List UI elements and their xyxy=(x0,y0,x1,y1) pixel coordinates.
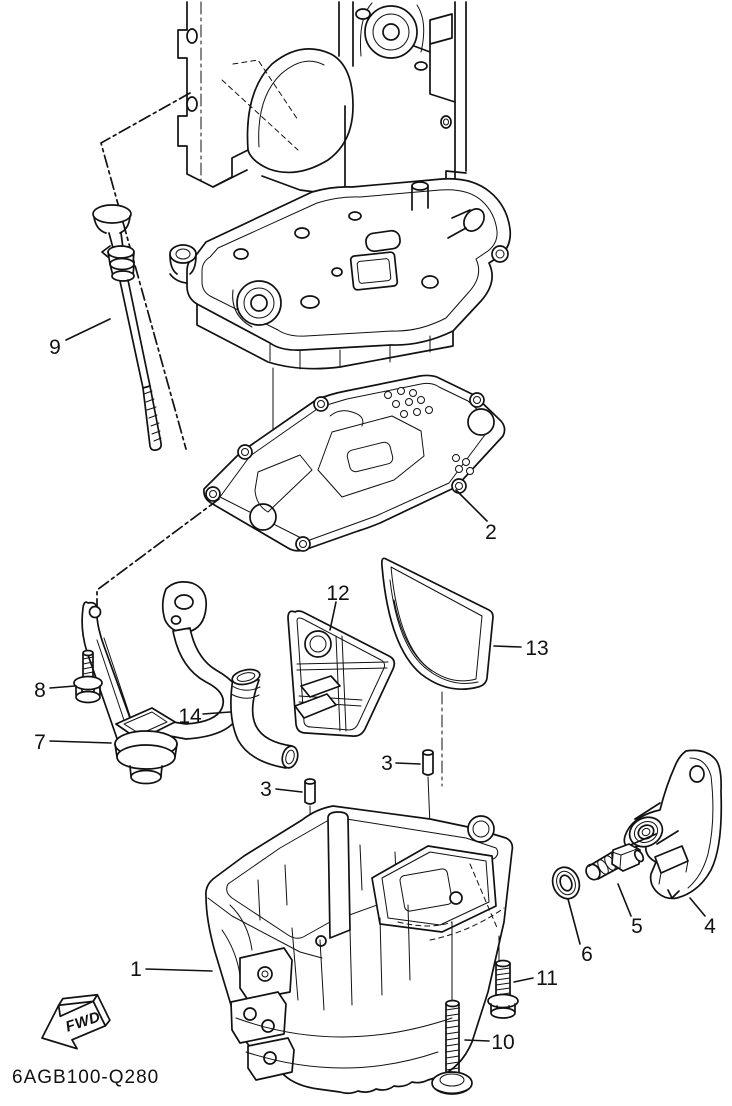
callout-11[interactable]: 11 xyxy=(536,967,558,990)
callout-12[interactable]: 12 xyxy=(326,582,349,605)
drawing-code: 6AGB100-Q280 xyxy=(12,1067,159,1088)
callout-6[interactable]: 6 xyxy=(581,943,593,966)
dipstick-drawing xyxy=(92,204,162,452)
baffle-plate-drawing xyxy=(287,610,396,737)
callout-14[interactable]: 14 xyxy=(178,705,202,728)
callout-1[interactable]: 1 xyxy=(130,958,142,981)
oil-pan-drawing xyxy=(205,805,514,1095)
bolt-8-drawing xyxy=(73,649,103,704)
oil-strainer-drawing xyxy=(81,498,243,785)
crankcase-drawing xyxy=(177,1,467,207)
exhaust-guide-drawing xyxy=(169,177,512,453)
callout-13[interactable]: 13 xyxy=(525,637,548,660)
gasket-drawing xyxy=(203,374,506,552)
callout-3b[interactable]: 3 xyxy=(260,778,272,801)
washer-drawing xyxy=(551,866,581,900)
dipstick-centerline xyxy=(100,92,191,450)
outlet-cover-drawing xyxy=(623,749,723,900)
callout-2[interactable]: 2 xyxy=(485,521,497,544)
callout-4[interactable]: 4 xyxy=(704,915,716,938)
bolt-10-drawing xyxy=(431,999,473,1095)
callout-7[interactable]: 7 xyxy=(34,731,46,754)
seal-drawing xyxy=(380,557,494,787)
hose-drawing xyxy=(230,668,299,769)
callout-9[interactable]: 9 xyxy=(49,336,61,359)
callout-10[interactable]: 10 xyxy=(491,1031,514,1054)
bolt-11-drawing xyxy=(487,959,519,1019)
callout-3[interactable]: 3 xyxy=(381,752,393,775)
leader-lines xyxy=(49,318,706,1042)
plug-drawing xyxy=(585,833,657,881)
callout-5[interactable]: 5 xyxy=(631,915,643,938)
callout-8[interactable]: 8 xyxy=(34,679,46,702)
callouts: 9 2 12 13 8 14 7 3 3 1 5 4 6 11 10 xyxy=(34,336,716,1054)
fwd-arrow-icon: FWD xyxy=(41,993,111,1050)
